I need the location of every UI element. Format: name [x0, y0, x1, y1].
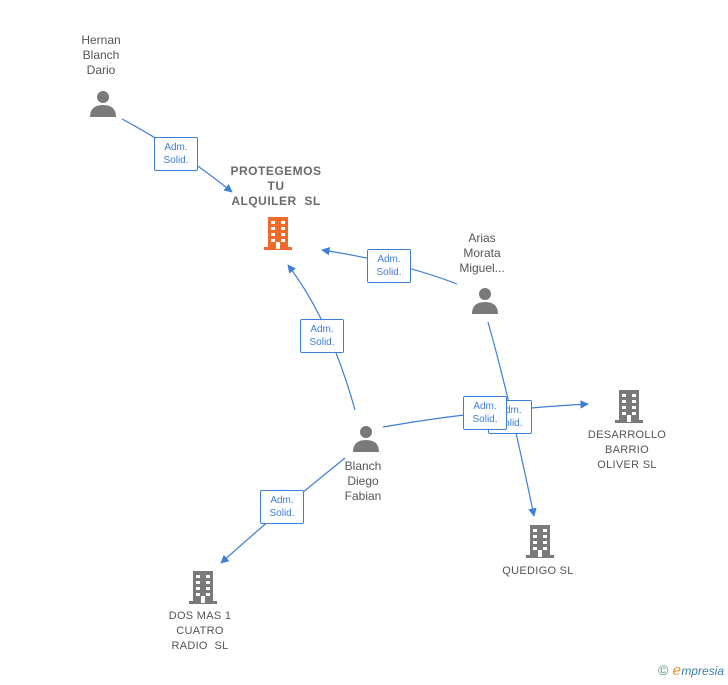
edge-label-line: Solid.	[472, 414, 498, 425]
edge-label-blanch-dosmas: Adm. Solid.	[260, 490, 304, 524]
name-line: DOS MAS 1	[168, 610, 232, 622]
building-icon	[189, 571, 217, 604]
edge-label-line: Adm.	[164, 142, 188, 153]
name-line: BARRIO	[605, 444, 649, 456]
edge-label-blanch-desarrollo: Adm. Solid.	[463, 396, 507, 430]
building-icon	[615, 390, 643, 423]
brand-name: mpresia	[681, 664, 724, 678]
copyright-icon: ©	[658, 662, 669, 678]
edge-label-line: Adm.	[270, 495, 294, 506]
name-line: Blanch	[82, 48, 120, 62]
edge-label-line: Solid.	[269, 508, 295, 519]
name-line: CUATRO	[176, 625, 224, 637]
building-icon-main	[264, 217, 292, 250]
edge-label-line: Adm.	[310, 324, 334, 335]
brand-footer: © empresia	[658, 661, 724, 679]
edge-label-line: Solid.	[376, 267, 402, 278]
node-label-dos-mas[interactable]: DOS MAS 1 CUATRO RADIO SL	[169, 609, 232, 654]
node-label-hernan[interactable]: Hernan Blanch Dario	[81, 33, 120, 78]
name-line: Arias	[468, 231, 496, 245]
brand-initial: e	[672, 661, 682, 679]
name-line: Hernan	[81, 33, 121, 47]
name-line: Fabian	[344, 489, 382, 503]
name-line: Miguel...	[459, 261, 505, 275]
name-line: ALQUILER SL	[231, 194, 321, 208]
edge-label-line: Adm.	[473, 401, 497, 412]
person-icon	[353, 426, 379, 452]
node-label-arias[interactable]: Arias Morata Miguel...	[459, 231, 504, 276]
edge-label-hernan-protegemos: Adm. Solid.	[154, 137, 198, 171]
node-label-protegemos[interactable]: PROTEGEMOS TU ALQUILER SL	[230, 164, 321, 209]
name-line: Blanch	[344, 459, 382, 473]
name-line: TU	[267, 179, 285, 193]
node-label-desarrollo[interactable]: DESARROLLO BARRIO OLIVER SL	[588, 428, 666, 473]
edge-label-line: Adm.	[498, 405, 522, 416]
edge-label-line: Solid.	[309, 337, 335, 348]
node-label-blanch-diego[interactable]: Blanch Diego Fabian	[345, 459, 382, 504]
name-line: QUEDIGO SL	[502, 565, 574, 577]
node-label-quedigo[interactable]: QUEDIGO SL	[502, 564, 573, 579]
brand-logo[interactable]: empresia	[672, 661, 724, 679]
name-line: DESARROLLO	[587, 429, 667, 441]
edge-label-arias-protegemos: Adm. Solid.	[367, 249, 411, 283]
name-line: RADIO SL	[171, 640, 229, 652]
name-line: Dario	[86, 63, 116, 77]
edge-label-blanch-protegemos: Adm. Solid.	[300, 319, 344, 353]
edge-label-line: Solid.	[497, 418, 523, 429]
name-line: OLIVER SL	[597, 459, 657, 471]
edge-label-line: Adm.	[377, 254, 401, 265]
edge-label-line: Solid.	[163, 155, 189, 166]
name-line: Morata	[463, 246, 501, 260]
person-icon	[90, 91, 116, 117]
person-icon	[472, 288, 498, 314]
name-line: PROTEGEMOS	[230, 164, 322, 178]
building-icon	[526, 525, 554, 558]
name-line: Diego	[347, 474, 379, 488]
